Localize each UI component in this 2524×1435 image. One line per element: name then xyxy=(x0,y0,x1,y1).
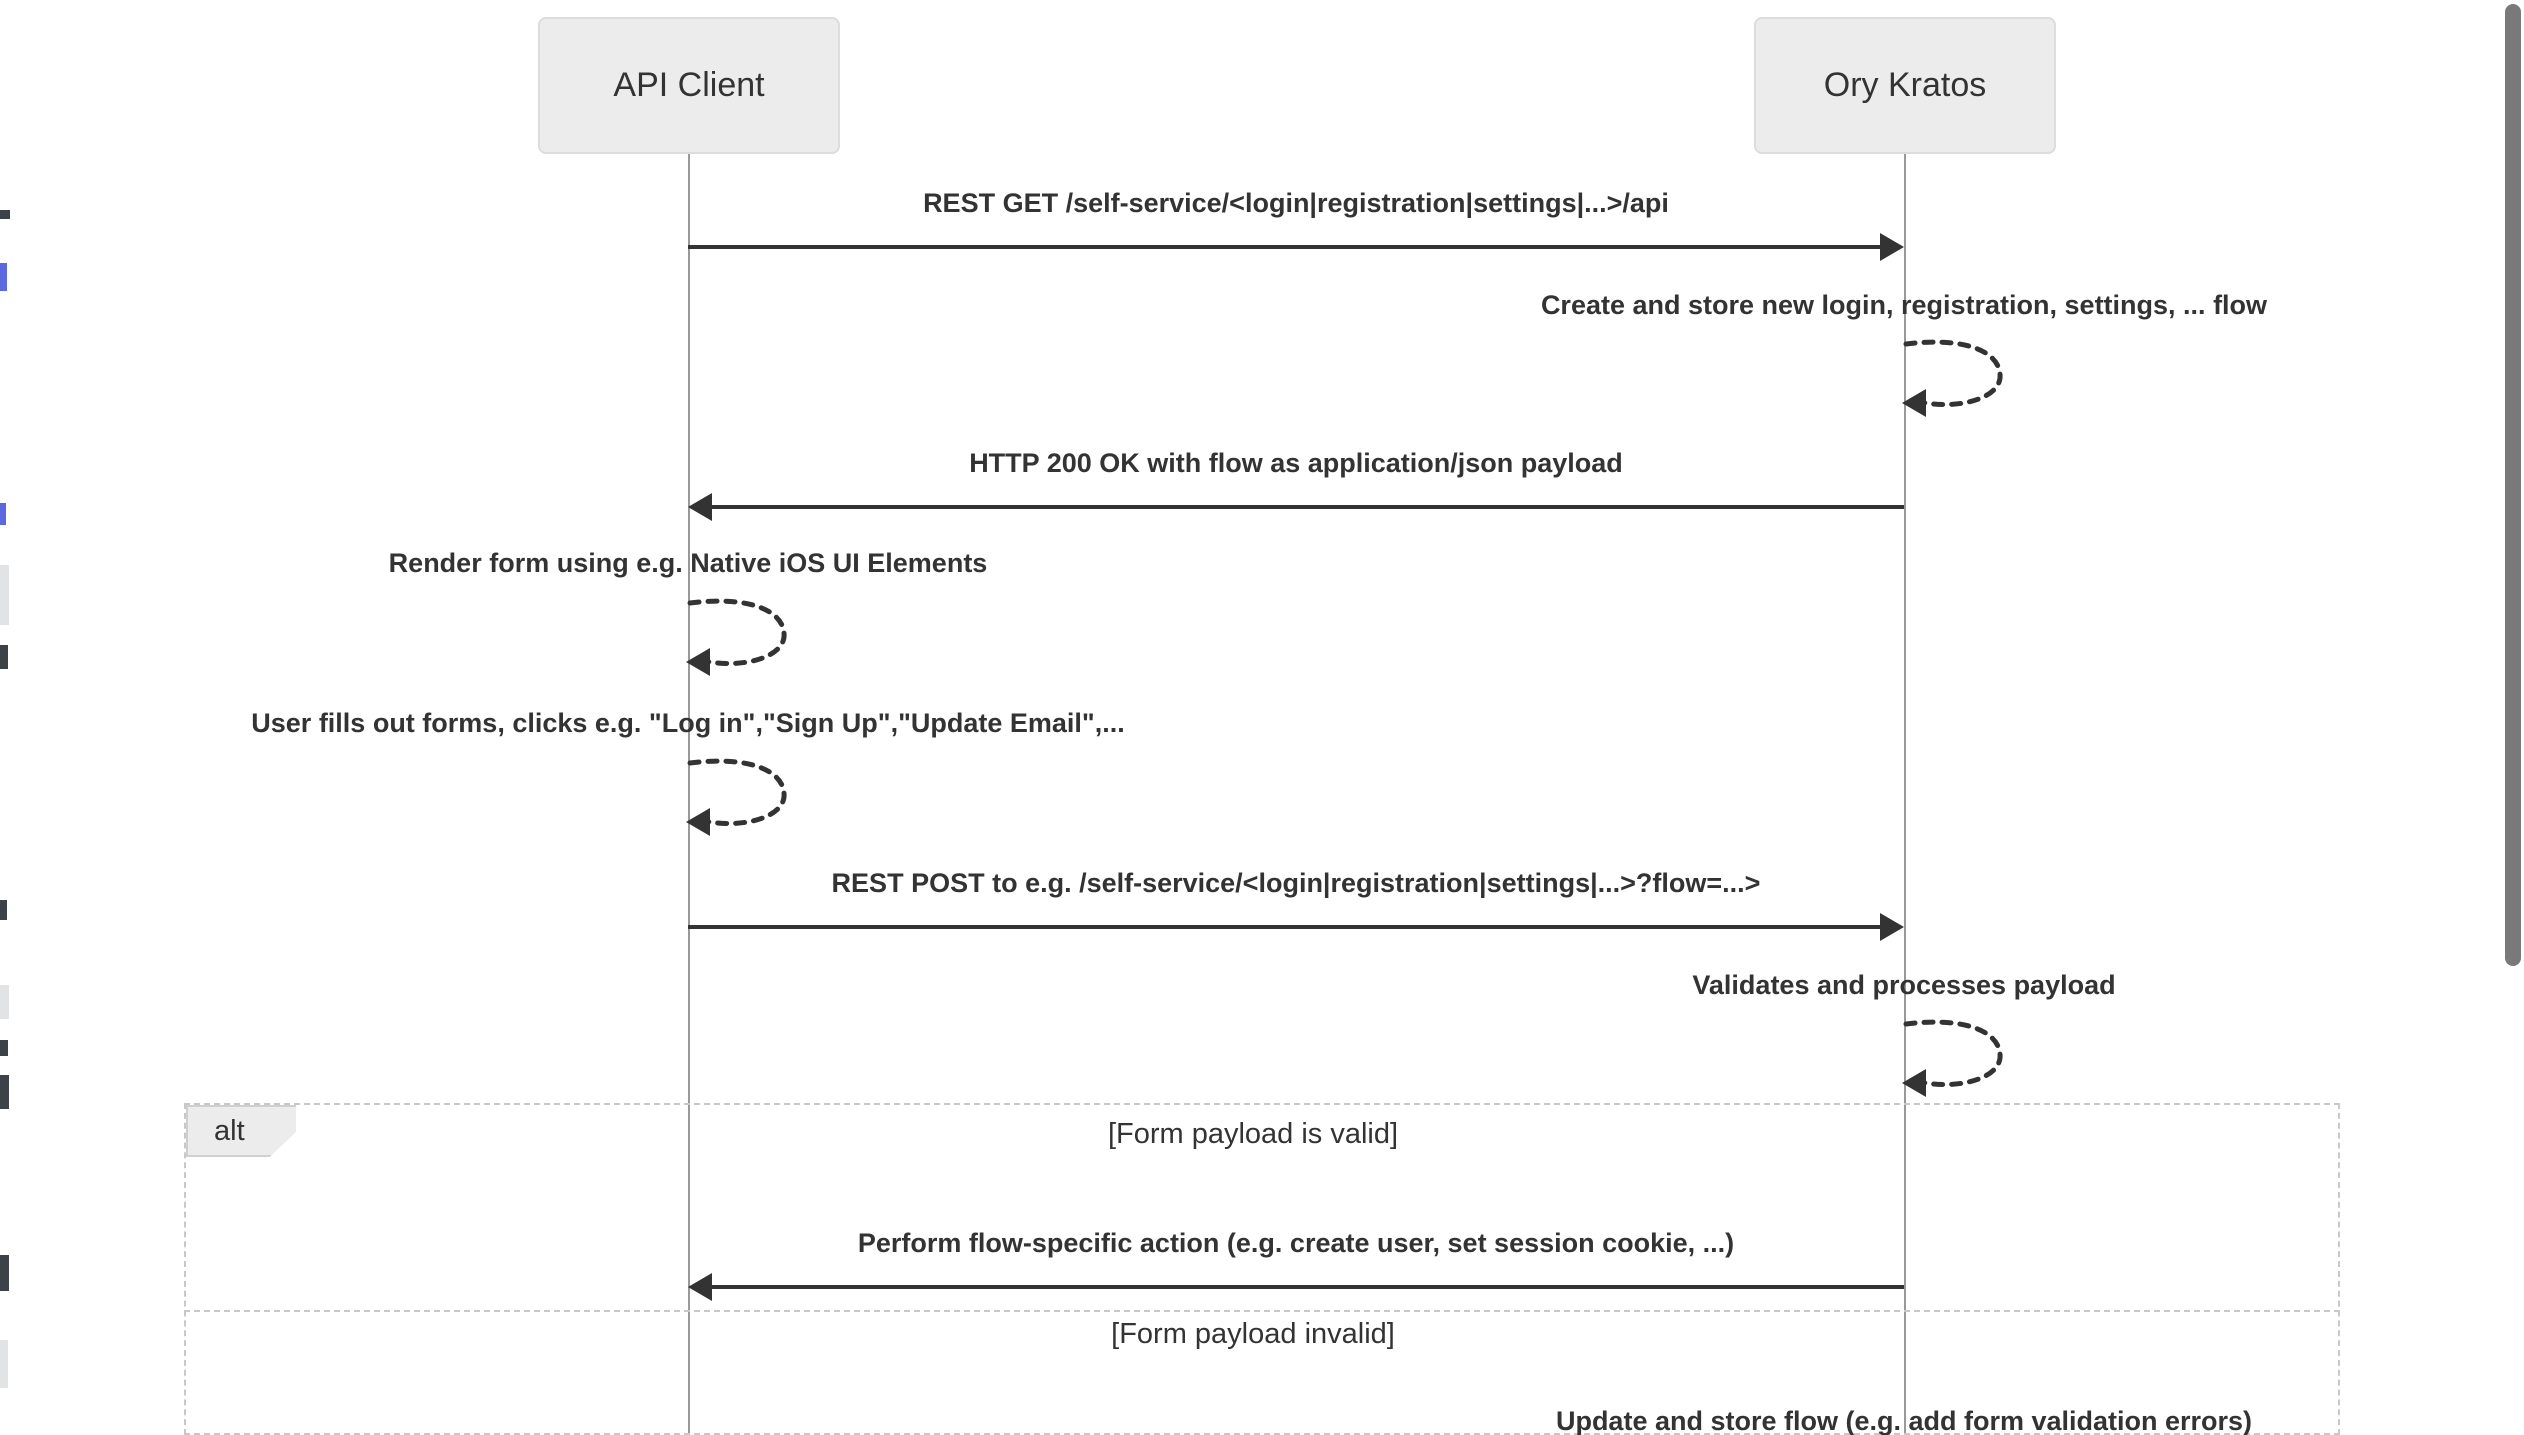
lifeline-ory-kratos xyxy=(1904,154,1906,1435)
offscreen-link-fragment[interactable] xyxy=(0,503,6,525)
self-message-loop-2 xyxy=(1902,338,2024,417)
actor-api-client-label: API Client xyxy=(613,66,765,104)
vertical-scrollbar-track[interactable] xyxy=(2502,0,2524,1435)
alt-branch-condition-2: [Form payload invalid] xyxy=(1111,1318,1395,1350)
offscreen-block-fragment xyxy=(0,1340,8,1388)
actor-ory-kratos[interactable]: Ory Kratos xyxy=(1754,17,2056,154)
offscreen-text-fragment xyxy=(0,900,7,920)
offscreen-block-fragment xyxy=(0,565,9,625)
self-message-loop-5 xyxy=(686,757,808,836)
offscreen-text-fragment xyxy=(0,1255,9,1291)
message-label-6: REST POST to e.g. /self-service/<login|r… xyxy=(831,868,1761,898)
alt-fragment-operator-tag: alt xyxy=(186,1105,296,1157)
actor-ory-kratos-label: Ory Kratos xyxy=(1823,66,1987,104)
message-label-4: Render form using e.g. Native iOS UI Ele… xyxy=(388,548,988,578)
message-line-6 xyxy=(688,925,1880,929)
offscreen-text-fragment xyxy=(0,210,10,219)
alt-fragment-branch-divider xyxy=(184,1310,2340,1312)
message-label-9: Update and store flow (e.g. add form val… xyxy=(1555,1406,2253,1435)
offscreen-link-fragment[interactable] xyxy=(0,263,7,291)
offscreen-block-fragment xyxy=(0,985,9,1019)
alt-fragment-operator-label: alt xyxy=(214,1114,245,1147)
alt-fragment-box xyxy=(184,1103,2340,1435)
actor-api-client[interactable]: API Client xyxy=(538,17,840,154)
alt-branch-condition-1: [Form payload is valid] xyxy=(1107,1118,1399,1150)
offscreen-text-fragment xyxy=(0,1040,8,1056)
message-arrowhead-6 xyxy=(1880,913,1904,941)
message-arrowhead-8 xyxy=(688,1273,712,1301)
message-label-7: Validates and processes payload xyxy=(1692,970,2116,1000)
message-label-2: Create and store new login, registration… xyxy=(1540,290,2268,320)
lifeline-api-client xyxy=(688,154,690,1435)
message-label-5: User fills out forms, clicks e.g. "Log i… xyxy=(251,708,1125,738)
message-line-1 xyxy=(688,245,1880,249)
self-message-loop-7 xyxy=(1902,1018,2024,1097)
offscreen-text-fragment xyxy=(0,645,8,669)
message-arrowhead-1 xyxy=(1880,233,1904,261)
message-label-8: Perform flow-specific action (e.g. creat… xyxy=(857,1228,1735,1258)
message-line-8 xyxy=(712,1285,1904,1289)
sequence-diagram: API Client Ory Kratos REST GET /self-ser… xyxy=(184,17,2340,1435)
message-label-1: REST GET /self-service/<login|registrati… xyxy=(923,188,1669,218)
message-label-3: HTTP 200 OK with flow as application/jso… xyxy=(969,448,1623,478)
self-message-loop-4 xyxy=(686,597,808,676)
message-line-3 xyxy=(712,505,1904,509)
vertical-scrollbar-thumb[interactable] xyxy=(2505,4,2521,966)
offscreen-text-fragment xyxy=(0,1075,9,1109)
message-arrowhead-3 xyxy=(688,493,712,521)
